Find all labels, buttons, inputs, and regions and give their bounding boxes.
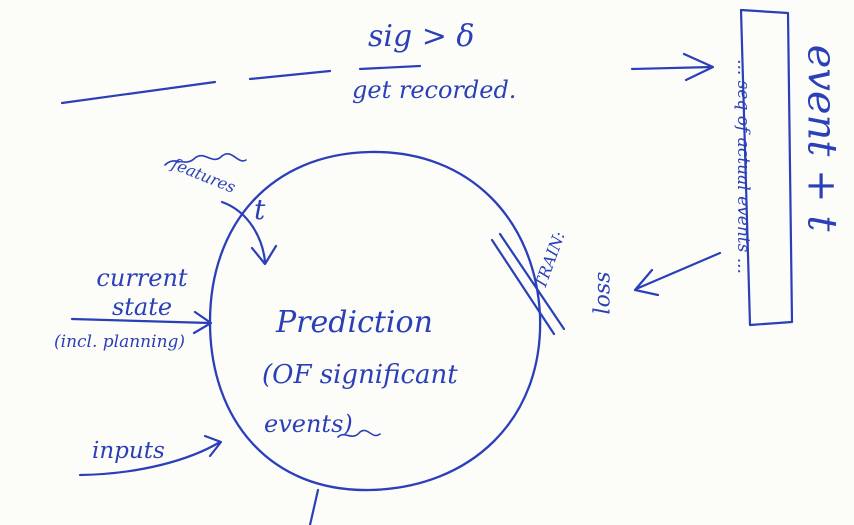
- loss-label: loss: [590, 271, 616, 315]
- dashed-record-line: [60, 64, 422, 105]
- features-scribble: [164, 153, 247, 166]
- event-label: event + t: [798, 44, 845, 232]
- current-state-label: current state: [96, 264, 188, 321]
- train-line-2: [498, 232, 566, 331]
- circle-line-3: events): [264, 410, 353, 438]
- events-scribble: [337, 429, 381, 438]
- dashed-record-arrow: [630, 52, 715, 82]
- circle-tail: [308, 488, 320, 525]
- prediction-circle: [208, 150, 542, 492]
- inputs-label: inputs: [92, 438, 165, 464]
- time-label: t: [254, 193, 266, 226]
- inputs-arrow: [78, 434, 223, 477]
- current-state-arrow: [70, 310, 213, 335]
- top-action: get recorded.: [352, 76, 517, 104]
- loss-arrow: [633, 251, 722, 297]
- circle-line-1: Prediction: [276, 305, 433, 340]
- features-arrow: [220, 200, 278, 266]
- log-box-text: ... seq of actual events ...: [732, 59, 753, 274]
- circle-line-2: (OF significant: [262, 360, 458, 390]
- planning-label: (incl. planning): [54, 332, 186, 352]
- top-condition: sig > δ: [368, 19, 475, 54]
- train-line-1: [490, 238, 556, 336]
- log-box: [739, 8, 794, 327]
